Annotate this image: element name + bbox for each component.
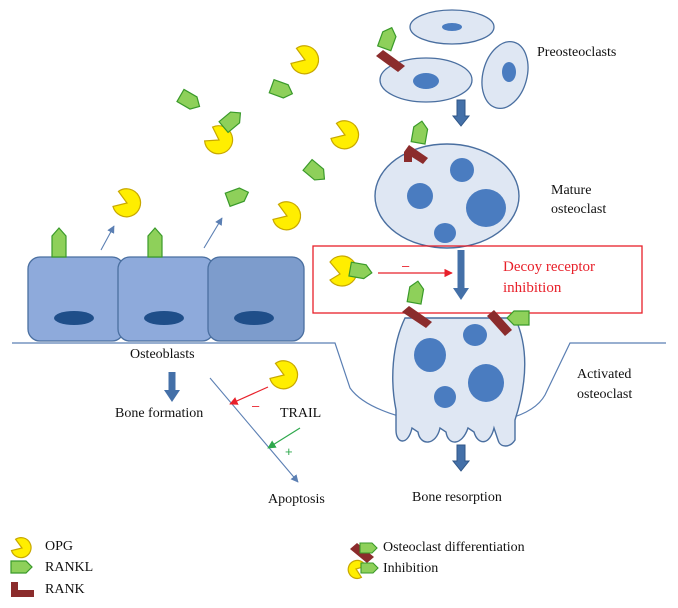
legend-label-rankl: RANKL: [45, 560, 94, 575]
rankl-molecule: [410, 119, 430, 145]
osteoblast-nucleus: [144, 311, 184, 325]
rank-rankl-complex-icon: [359, 542, 378, 554]
label-osteoblasts: Osteoblasts: [130, 347, 195, 362]
rankl-molecule: [268, 79, 296, 101]
legend-label-rank: RANK: [45, 582, 85, 597]
label-bone-formation: Bone formation: [115, 406, 204, 421]
decoy-minus-sign: –: [402, 258, 410, 273]
osteoclast-nucleus: [468, 364, 504, 402]
osteoblast-cell: [117, 256, 215, 342]
rankl-molecule: [224, 185, 252, 207]
preosteoclast-nucleus: [442, 23, 462, 31]
rank-receptor: [402, 306, 432, 328]
legend-label-inhibition: Inhibition: [383, 561, 439, 576]
rankl-molecule: [51, 227, 67, 258]
release-arrow: [100, 225, 115, 251]
label-activated-osteoclast-1: Activated: [577, 367, 632, 382]
label-bone-resorption: Bone resorption: [412, 490, 502, 505]
rank-receptor: [376, 50, 405, 72]
rankl-molecule: [377, 24, 399, 52]
resorption-arrow: [452, 444, 470, 472]
release-arrow: [203, 217, 223, 249]
osteoclast-nucleus: [434, 386, 456, 408]
label-decoy-receptor-1: Decoy receptor: [503, 259, 596, 275]
label-preosteoclasts: Preosteoclasts: [537, 45, 617, 60]
legend-label-opg: OPG: [45, 539, 74, 554]
label-mature-osteoclast-1: Mature: [551, 183, 592, 198]
osteoblast-nucleus: [54, 311, 94, 325]
label-mature-osteoclast-2: osteoclast: [551, 202, 607, 217]
rank-receptor: [404, 145, 428, 164]
label-trail: TRAIL: [280, 406, 322, 421]
trail-activation-arrow: [267, 427, 301, 449]
rankl-molecule: [147, 227, 163, 258]
label-apoptosis: Apoptosis: [268, 492, 325, 507]
osteoclast-nucleus: [463, 324, 487, 346]
osteoblast-nucleus: [234, 311, 274, 325]
activated-osteoclast-cell: [392, 317, 526, 447]
rank-receptor: [487, 310, 512, 336]
legend-label-osteoclast-differentiation: Osteoclast differentiation: [383, 540, 525, 555]
opg-molecule: [330, 120, 360, 150]
label-activated-osteoclast-2: osteoclast: [577, 387, 633, 402]
rankl-icon: [10, 560, 33, 574]
rank-icon: [11, 582, 34, 597]
opg-molecule: [290, 45, 320, 75]
osteoclast-nucleus: [407, 183, 433, 209]
apoptosis-arrow: [209, 377, 299, 483]
opg-molecule: [272, 201, 302, 231]
trail-plus-sign: +: [285, 444, 293, 459]
rankl-molecule: [302, 158, 330, 186]
osteoclast-nucleus: [414, 338, 446, 372]
trail-minus-sign: –: [252, 398, 260, 413]
opg-molecule: [203, 125, 234, 155]
osteoclast-nucleus: [434, 223, 456, 243]
label-decoy-receptor-2: inhibition: [503, 280, 562, 296]
opg-molecule: [112, 188, 142, 218]
bone-surface-line: [12, 342, 666, 426]
rankl-molecule: [176, 88, 204, 114]
trail-inhibition-arrow: [229, 386, 269, 405]
activation-arrow-head: [453, 288, 469, 300]
rankl-molecule: [348, 261, 374, 281]
rankl-molecule: [406, 279, 426, 305]
osteoblast-cell: [207, 256, 305, 342]
osteoclast-nucleus: [450, 158, 474, 182]
osteoblast-cell: [27, 256, 125, 342]
decoy-receptor-box: [312, 245, 643, 314]
formation-arrow-head: [164, 390, 180, 402]
preosteoclast-nucleus: [413, 73, 439, 89]
preosteoclast-nucleus: [502, 62, 516, 82]
opg-molecule: [269, 360, 299, 390]
opg-rankl-complex-icon: [360, 562, 379, 574]
osteoclast-nucleus: [466, 189, 506, 227]
differentiation-arrow: [452, 99, 470, 127]
opg-icon: [10, 537, 32, 559]
